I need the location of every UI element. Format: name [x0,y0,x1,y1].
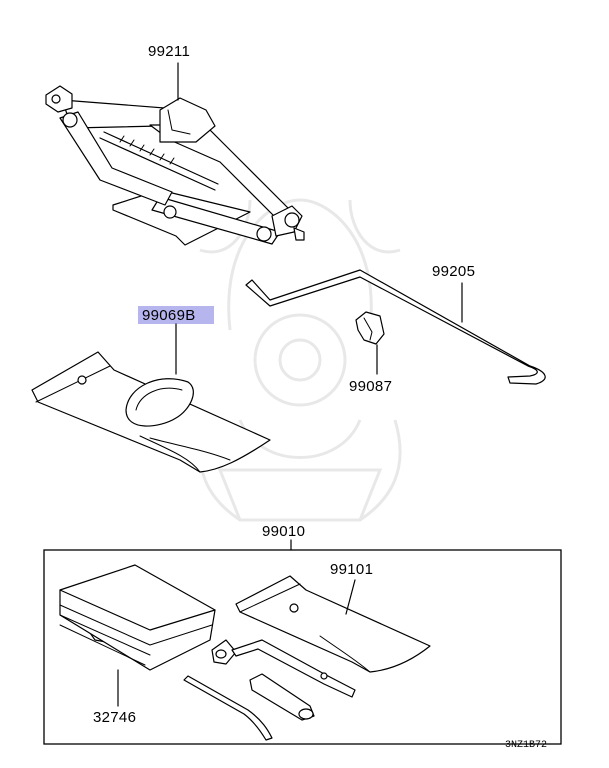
diagram-code: 3NZ1B72 [505,740,547,751]
box-wrench [249,673,315,721]
callout-handle: 99205 [432,263,475,280]
handle-clip [355,311,385,375]
callout-clip: 99087 [349,378,392,395]
jack-handle [245,269,546,385]
callout-bag: 99069B [142,307,196,324]
callout-highlight [138,306,214,324]
callout-wrench-bag: 99101 [330,561,373,578]
callout-manual: 32746 [93,709,136,726]
tool-bag [235,575,431,673]
callout-jack: 99211 [148,43,190,60]
callout-kit: 99010 [262,523,305,540]
kit-frame [43,549,562,745]
jack-bag [31,323,271,473]
tire-lever [183,675,273,741]
scissor-jack [45,62,305,246]
watermark-logo [198,198,402,522]
owners-manual [59,564,216,707]
wheel-nut-wrench [211,639,356,698]
